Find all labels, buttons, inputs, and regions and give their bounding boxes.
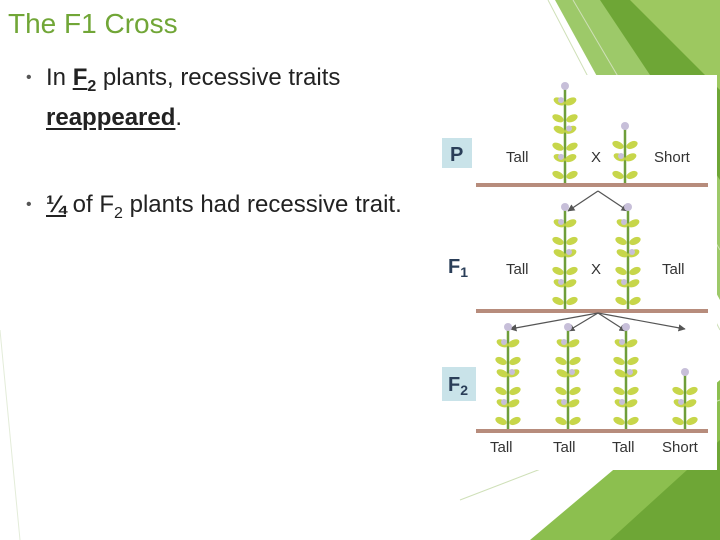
plant-illustration: [613, 323, 639, 429]
plant-illustration: [552, 82, 578, 183]
f2-label: F2: [448, 374, 468, 398]
p-generation-row: P Tall X Short: [442, 138, 708, 187]
bullet-dot-icon: •: [26, 69, 32, 86]
genetics-cross-diagram: P Tall X Short F1 Tall X Tall F2 Tall Ta…: [440, 75, 717, 470]
f2-ground: [476, 429, 708, 433]
f2-plant-label-4: Short: [662, 439, 699, 456]
slide-title: The F1 Cross: [8, 8, 178, 39]
p-label-box: [442, 138, 472, 168]
plant-illustration: [552, 203, 578, 309]
f1-ground: [476, 309, 708, 313]
plant-illustration: [615, 203, 641, 309]
p-label: P: [450, 144, 463, 166]
p-cross-symbol: X: [591, 149, 601, 166]
plant-illustration: [612, 122, 638, 183]
quarter-term: ¼: [46, 190, 67, 218]
p-to-f1-arrows: [567, 190, 629, 212]
plants-layer: [495, 82, 698, 429]
f2-term: F2: [72, 64, 97, 95]
p-plant-label-1: Tall: [506, 149, 529, 166]
bullet-item: • In F2 plants, recessive traits reappea…: [26, 64, 341, 131]
p-plant-label-2: Short: [654, 149, 691, 166]
f2-plant-label-3: Tall: [612, 439, 635, 456]
bullet-list: • In F2 plants, recessive traits reappea…: [22, 62, 422, 285]
f1-plant-label-1: Tall: [506, 261, 529, 278]
plant-illustration: [495, 323, 521, 429]
f2-label-box: [442, 367, 476, 401]
f2-generation-row: F2 Tall Tall Tall Short: [442, 367, 708, 456]
f1-generation-row: F1 Tall X Tall: [448, 256, 708, 313]
f1-cross-symbol: X: [591, 261, 601, 278]
plant-illustration: [672, 368, 698, 429]
bullet-dot-icon: •: [26, 195, 32, 213]
f1-to-f2-arrows: [509, 312, 686, 332]
p-ground: [476, 183, 708, 187]
f2-plant-label-1: Tall: [490, 439, 513, 456]
reappeared-term: reappeared: [46, 103, 176, 131]
plant-illustration: [555, 323, 581, 429]
f1-label: F1: [448, 256, 468, 280]
f1-plant-label-2: Tall: [662, 261, 685, 278]
f2-plant-label-2: Tall: [553, 439, 576, 456]
bullet-item: • ¼ of F2 plants had recessive trait.: [26, 190, 402, 222]
